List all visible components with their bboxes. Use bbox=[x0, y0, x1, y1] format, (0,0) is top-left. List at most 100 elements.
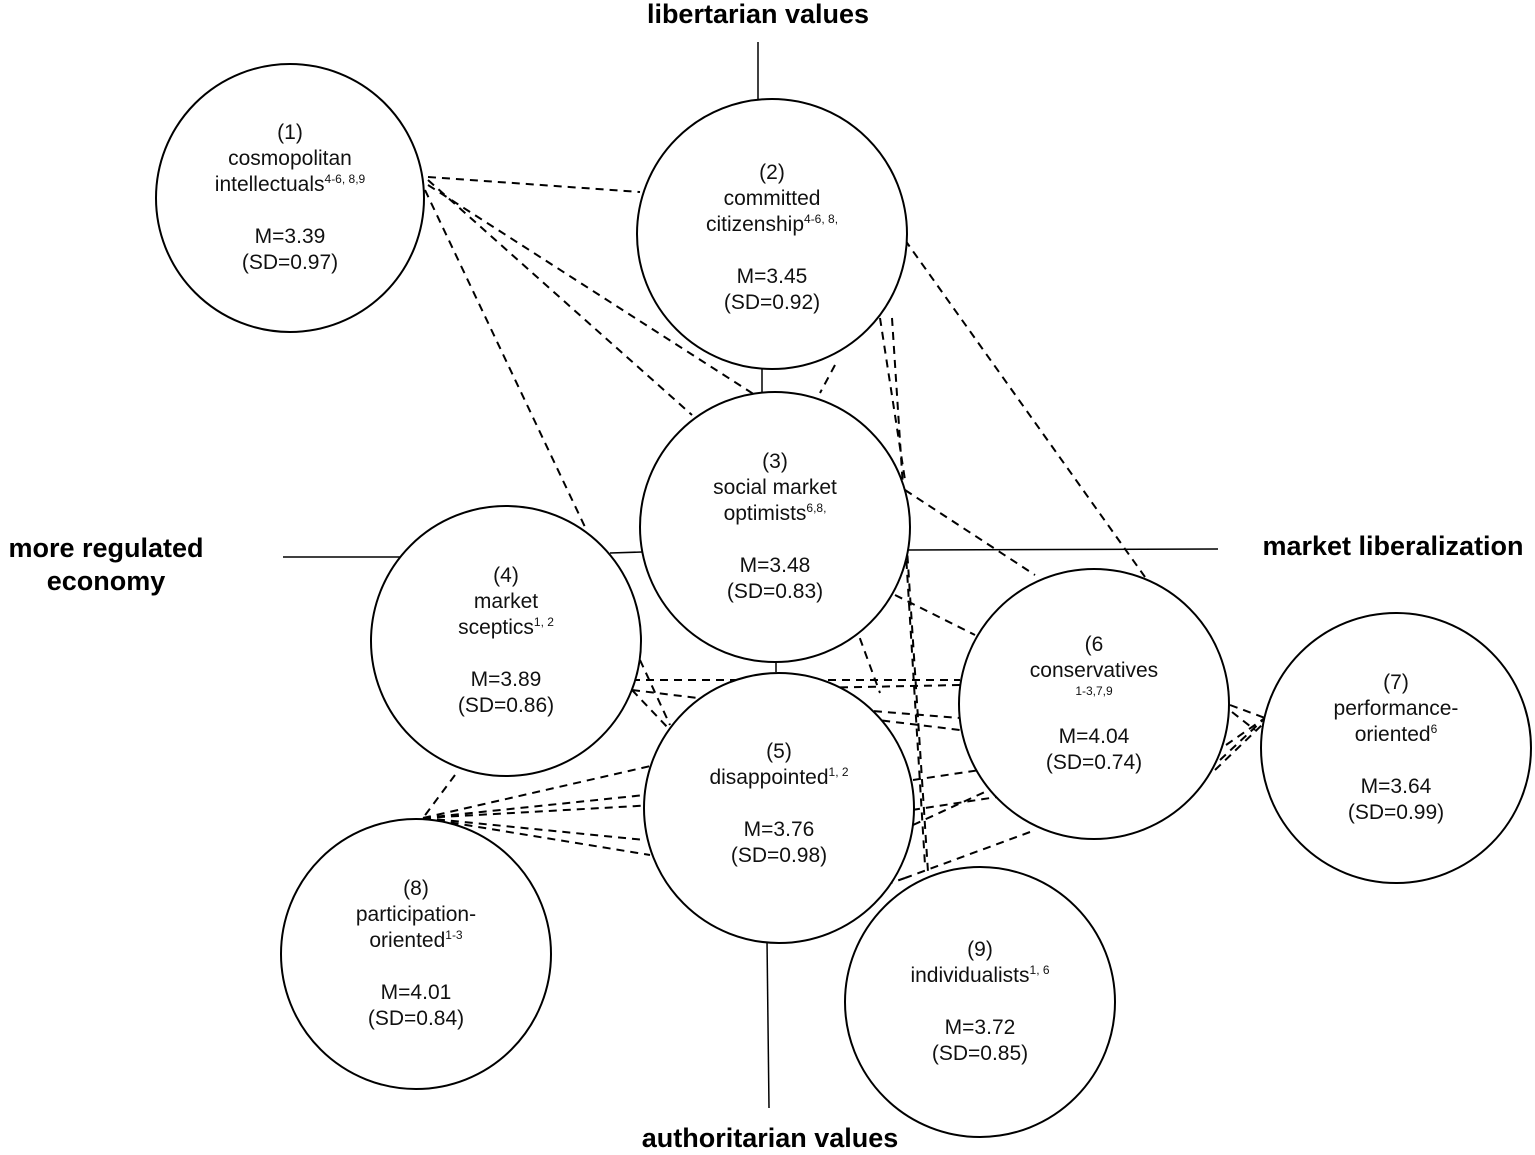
node-number: (9) bbox=[967, 938, 993, 961]
node-cosmopolitan-intellectuals: (1) cosmopolitan intellectuals4-6, 8,9 M… bbox=[155, 63, 425, 333]
relation-line-4-5b bbox=[631, 689, 671, 731]
node-name-line1: cosmopolitan bbox=[228, 147, 352, 170]
relation-line-6-7c bbox=[1219, 717, 1266, 761]
node-number: (7) bbox=[1383, 671, 1409, 694]
node-name-line1: individualists1, 6 bbox=[910, 963, 1050, 987]
relation-line-6-7a bbox=[1229, 704, 1266, 719]
node-superscript: 1, 2 bbox=[828, 765, 849, 779]
relation-line-5-6e bbox=[911, 794, 1011, 811]
node-conservatives: (6 conservatives 1-3,7,9 M=4.04 (SD=0.74… bbox=[958, 568, 1230, 840]
relation-line-8-5c bbox=[422, 817, 646, 841]
node-name-line2: oriented6 bbox=[1354, 722, 1438, 746]
relation-line-3-9b bbox=[902, 504, 926, 866]
relation-line-1-5 bbox=[427, 184, 756, 396]
node-disappointed: (5) disappointed1, 2 M=3.76 (SD=0.98) bbox=[643, 672, 915, 944]
node-name-line1: social market bbox=[713, 476, 837, 499]
node-name-line2: citizenship4-6, 8, bbox=[705, 212, 839, 236]
node-mean: M=3.89 bbox=[470, 668, 542, 691]
relation-line-1-4 bbox=[424, 189, 586, 528]
axis-connector-4-3 bbox=[609, 551, 643, 554]
node-name-line2: optimists6,8, bbox=[723, 501, 827, 525]
relation-line-5-6c bbox=[912, 769, 981, 781]
node-name-line1: conservatives bbox=[1029, 659, 1159, 682]
node-committed-citizenship: (2) committed citizenship4-6, 8, M=3.45 … bbox=[636, 98, 908, 370]
relation-line-3-6a bbox=[904, 489, 1036, 576]
node-sd: (SD=0.85) bbox=[931, 1042, 1029, 1065]
node-sd: (SD=0.83) bbox=[726, 580, 824, 603]
axis-label-left-line1: more regulated bbox=[8, 533, 204, 563]
relation-line-8-5a bbox=[422, 764, 656, 819]
relation-line-6-7e bbox=[1231, 711, 1256, 731]
node-individualists: (9) individualists1, 6 M=3.72 (SD=0.85) bbox=[844, 866, 1116, 1138]
relation-lines bbox=[422, 176, 1266, 886]
node-superscript: 1, 6 bbox=[1029, 963, 1050, 977]
node-mean: M=3.39 bbox=[254, 225, 326, 248]
node-number: (4) bbox=[493, 564, 519, 587]
relation-line-5-6a bbox=[811, 684, 961, 689]
relation-line-4-5a bbox=[639, 659, 671, 726]
node-sd: (SD=0.84) bbox=[367, 1007, 465, 1030]
axis-label-bottom: authoritarian values bbox=[641, 1123, 899, 1153]
relation-line-2-5 bbox=[819, 364, 836, 394]
node-number: (3) bbox=[762, 450, 788, 473]
node-name-line1: performance- bbox=[1333, 697, 1459, 720]
relation-line-1-2 bbox=[427, 176, 641, 193]
axis-label-left-line2: economy bbox=[46, 566, 166, 596]
node-performance-oriented: (7) performance- oriented6 M=3.64 (SD=0.… bbox=[1260, 612, 1532, 884]
node-superscript: 6,8, bbox=[806, 501, 827, 515]
node-superscript: 6 bbox=[1430, 722, 1438, 736]
node-mean: M=3.48 bbox=[739, 554, 811, 577]
relation-line-1-3 bbox=[427, 179, 693, 416]
relation-line-8-5d bbox=[422, 817, 651, 856]
node-number: (2) bbox=[759, 161, 785, 184]
node-number: (6 bbox=[1084, 633, 1104, 656]
axis-line-bottom bbox=[766, 939, 770, 1109]
relation-line-4-8 bbox=[422, 774, 456, 819]
node-mean: M=4.01 bbox=[380, 981, 452, 1004]
node-name-line2: oriented1-3 bbox=[369, 928, 463, 952]
relation-line-5-6d bbox=[912, 784, 1001, 826]
node-sd: (SD=0.74) bbox=[1045, 751, 1143, 774]
node-sd: (SD=0.97) bbox=[241, 251, 339, 274]
axis-label-right: market liberalization bbox=[1262, 531, 1524, 561]
node-mean: M=3.45 bbox=[736, 265, 808, 288]
node-sd: (SD=0.98) bbox=[730, 844, 828, 867]
node-subscript: 1-3,7,9 bbox=[1075, 684, 1113, 698]
relation-line-3-6b bbox=[894, 594, 976, 636]
relation-line-6-7b bbox=[1225, 717, 1266, 746]
node-number: (5) bbox=[766, 740, 792, 763]
relation-line-2-6 bbox=[904, 239, 1146, 578]
relation-line-5-6b bbox=[859, 709, 961, 719]
node-name-line1: market bbox=[473, 590, 539, 613]
node-mean: M=3.64 bbox=[1360, 775, 1432, 798]
node-superscript: 4-6, 8, bbox=[804, 212, 839, 226]
node-sd: (SD=0.99) bbox=[1347, 801, 1445, 824]
axis-label-left: more regulated economy bbox=[0, 532, 212, 598]
relation-line-8-5b bbox=[422, 794, 646, 819]
node-name-line2: sceptics1, 2 bbox=[458, 615, 554, 639]
node-social-market-optimists: (3) social market optimists6,8, M=3.48 (… bbox=[639, 391, 911, 663]
node-superscript: 4-6, 8,9 bbox=[324, 172, 366, 186]
node-name-line1: participation- bbox=[355, 903, 477, 926]
node-mean: M=4.04 bbox=[1058, 725, 1130, 748]
node-sd: (SD=0.86) bbox=[457, 694, 555, 717]
node-market-sceptics: (4) market sceptics1, 2 M=3.89 (SD=0.86) bbox=[370, 505, 642, 777]
axis-line-right bbox=[904, 548, 1219, 551]
relation-line-6-7d bbox=[1214, 721, 1266, 771]
node-superscript: 1, 2 bbox=[533, 615, 554, 629]
relation-line-2-9 bbox=[891, 317, 929, 873]
node-name-line2: intellectuals4-6, 8,9 bbox=[214, 172, 366, 196]
node-name-line1: committed bbox=[723, 187, 821, 210]
node-mean: M=3.72 bbox=[944, 1016, 1016, 1039]
node-participation-oriented: (8) participation- oriented1-3 M=4.01 (S… bbox=[280, 818, 552, 1090]
node-name-line1: disappointed1, 2 bbox=[709, 765, 849, 789]
relation-line-8-5e bbox=[422, 804, 656, 819]
relation-line-3-9 bbox=[854, 624, 881, 694]
node-mean: M=3.76 bbox=[743, 818, 815, 841]
node-number: (8) bbox=[403, 877, 429, 900]
node-number: (1) bbox=[277, 121, 303, 144]
node-sd: (SD=0.92) bbox=[723, 291, 821, 314]
node-superscript: 1-3 bbox=[445, 928, 463, 942]
